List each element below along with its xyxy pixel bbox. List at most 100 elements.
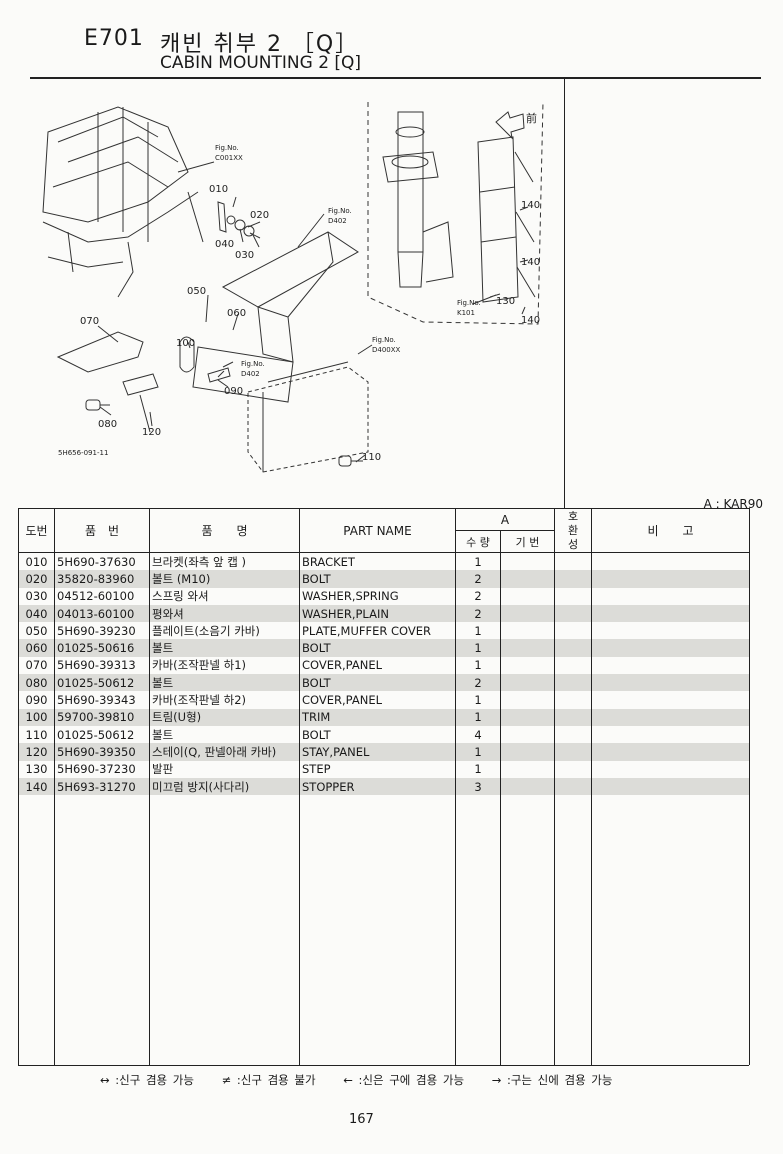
cell-part-no: 35820-83960 <box>54 570 150 588</box>
cell-qty: 2 <box>455 570 501 588</box>
cell-remarks <box>591 604 750 623</box>
parts-diagram: 010 020 030 040 050 060 070 080 090 100 … <box>42 101 544 473</box>
cell-compat <box>554 691 592 709</box>
cell-compat <box>554 674 592 692</box>
callout-140b: 140 <box>521 257 540 268</box>
cell-name-ko: 트림(U형) <box>149 708 300 726</box>
cell-part-no: 04013-60100 <box>54 604 150 623</box>
cell-remarks <box>591 570 750 588</box>
cell-name-ko: 미끄럼 방지(사다리) <box>149 777 300 796</box>
empty-cell <box>299 795 456 1066</box>
cell-spec <box>500 570 555 588</box>
cell-ref: 040 <box>18 604 55 623</box>
parts-table: 도번 품 번 품 명 PART NAME A 호환성 비 고 수 량 기 번 0… <box>18 508 750 1066</box>
footer-rule <box>18 1065 749 1066</box>
cell-qty: 2 <box>455 604 501 623</box>
cell-spec <box>500 674 555 692</box>
section-code: E701 <box>84 26 144 51</box>
drawing-number: 5H656-091-11 <box>58 449 108 457</box>
cell-remarks <box>591 743 750 761</box>
cell-part-no: 5H690-39230 <box>54 622 150 640</box>
empty-cell <box>455 795 501 1066</box>
cell-name-ko: 카바(조작판넬 하2) <box>149 691 300 709</box>
cell-remarks <box>591 760 750 778</box>
cell-qty: 1 <box>455 708 501 726</box>
cell-ref: 130 <box>18 760 55 778</box>
header-ref: 도번 <box>18 508 55 553</box>
cell-part-name: WASHER,SPRING <box>299 587 456 605</box>
cell-part-name: STAY,PANEL <box>299 743 456 761</box>
header-part-no: 품 번 <box>54 508 150 553</box>
cell-compat <box>554 760 592 778</box>
legend-item: ≠ :신구 겸용 불가 <box>221 1073 316 1087</box>
cell-part-name: STEP <box>299 760 456 778</box>
cell-spec <box>500 708 555 726</box>
cell-spec <box>500 604 555 623</box>
cell-name-ko: 볼트 <box>149 725 300 744</box>
callout-010: 010 <box>209 184 228 195</box>
cell-ref: 010 <box>18 552 55 571</box>
empty-cell <box>54 795 150 1066</box>
empty-cell <box>554 795 592 1066</box>
cell-qty: 1 <box>455 743 501 761</box>
callout-050: 050 <box>187 286 206 297</box>
cell-spec <box>500 552 555 571</box>
cell-ref: 140 <box>18 777 55 796</box>
header-spec: 기 번 <box>500 530 555 553</box>
cell-remarks <box>591 622 750 640</box>
cell-remarks <box>591 725 750 744</box>
cell-qty: 1 <box>455 760 501 778</box>
fig-ref-label: Fig.No. <box>241 360 265 368</box>
diagram-right-divider <box>564 78 565 508</box>
cell-compat <box>554 587 592 605</box>
header-qty: 수 량 <box>455 530 501 553</box>
cell-compat <box>554 656 592 675</box>
header-remarks: 비 고 <box>591 508 750 553</box>
cell-qty: 4 <box>455 725 501 744</box>
cell-compat <box>554 552 592 571</box>
cell-part-no: 01025-50612 <box>54 674 150 692</box>
cell-compat <box>554 777 592 796</box>
cell-remarks <box>591 674 750 692</box>
callout-060: 060 <box>227 308 246 319</box>
cell-qty: 2 <box>455 587 501 605</box>
cell-name-ko: 발판 <box>149 760 300 778</box>
callout-130: 130 <box>496 296 515 307</box>
cell-ref: 100 <box>18 708 55 726</box>
cell-name-ko: 플레이트(소음기 카바) <box>149 622 300 640</box>
cell-name-ko: 스프링 와셔 <box>149 587 300 605</box>
empty-cell <box>591 795 750 1066</box>
cell-ref: 090 <box>18 691 55 709</box>
cell-name-ko: 볼트 <box>149 639 300 657</box>
cell-part-no: 5H690-39350 <box>54 743 150 761</box>
page-number: 167 <box>349 1112 374 1127</box>
cell-part-name: BOLT <box>299 725 456 744</box>
cell-spec <box>500 639 555 657</box>
cell-part-name: BOLT <box>299 674 456 692</box>
cell-part-no: 5H693-31270 <box>54 777 150 796</box>
cell-remarks <box>591 708 750 726</box>
cell-qty: 1 <box>455 622 501 640</box>
table-subheader-row: 수 량 기 번 <box>19 530 750 553</box>
table-header-row: 도번 품 번 품 명 PART NAME A 호환성 비 고 <box>18 508 750 553</box>
cell-qty: 1 <box>455 639 501 657</box>
header-rule <box>30 77 761 79</box>
empty-cell <box>500 795 555 1066</box>
cell-ref: 080 <box>18 674 55 692</box>
legend-item: ← :신은 구에 겸용 가능 <box>343 1073 465 1087</box>
cell-part-name: PLATE,MUFFER COVER <box>299 622 456 640</box>
cell-qty: 1 <box>455 552 501 571</box>
callout-090: 090 <box>224 386 243 397</box>
cell-ref: 020 <box>18 570 55 588</box>
cell-compat <box>554 708 592 726</box>
cell-qty: 1 <box>455 691 501 709</box>
cell-qty: 1 <box>455 656 501 675</box>
cell-name-ko: 볼트 (M10) <box>149 570 300 588</box>
header-part-name: PART NAME <box>299 508 456 553</box>
cell-part-no: 5H690-39313 <box>54 656 150 675</box>
